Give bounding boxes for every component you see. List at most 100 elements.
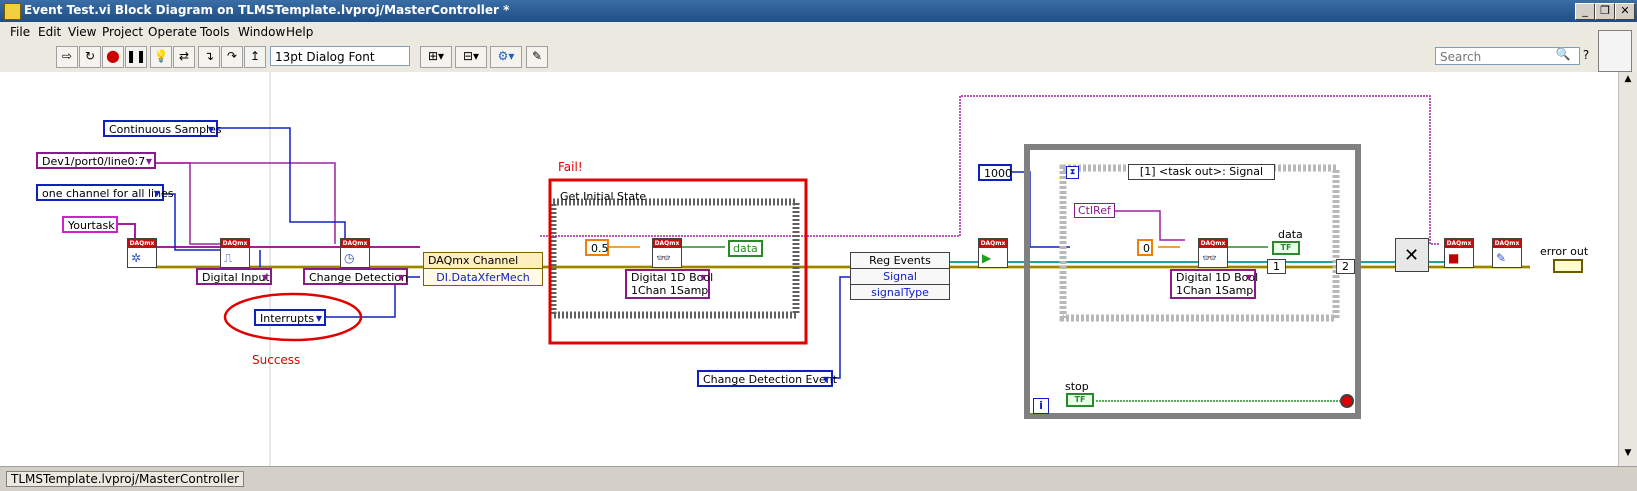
success-annotation: Success [252,353,301,367]
menu-view[interactable]: View [68,25,97,39]
destroy-x-icon: ✕ [1404,245,1420,266]
register-events-node[interactable]: Reg Events Signal signalType [850,252,950,300]
destroy-user-event-node[interactable]: ✕ [1395,238,1429,272]
data-indicator[interactable]: TF [1272,241,1300,255]
property-name: DI.DataXferMech [436,271,530,284]
step-over-icon[interactable]: ↷ [221,46,243,68]
menu-tools[interactable]: Tools [200,25,230,39]
daqmx-read-vi-initial[interactable]: DAQmx 👓 [652,238,682,268]
timeout-hourglass-icon: ⧗ [1066,166,1079,179]
vi-connector-pane-icon[interactable] [1598,30,1632,72]
daqmx-header: DAQmx [1493,239,1521,248]
daqmx-channel-property-node[interactable]: DAQmx Channel DI.DataXferMech [423,252,543,286]
error-index-2: 2 [1336,259,1355,274]
daqmx-header: DAQmx [341,239,369,248]
stop-label: stop [1065,380,1089,393]
read-glasses-icon: 👓 [1202,251,1217,265]
error-index-1: 1 [1267,259,1286,274]
create-channel-icon: ⎍ [224,251,233,265]
clear-eraser-icon: ✎ [1496,251,1507,265]
status-bar: TLMSTemplate.lvproj/MasterController [0,466,1637,491]
fail-annotation: Fail! [558,160,583,174]
reg-events-signal[interactable]: Signal [851,269,949,285]
menu-bar: File Edit View Project Operate Tools Win… [0,22,1637,42]
error-out-indicator[interactable] [1553,259,1583,273]
daqmx-header: DAQmx [1199,239,1227,248]
retain-wire-values-icon[interactable]: ⇄ [173,46,195,68]
stop-square-icon: ■ [1448,251,1460,265]
daqmx-clear-task-vi[interactable]: DAQmx ✎ [1492,238,1522,268]
menu-operate[interactable]: Operate [148,25,197,39]
highlight-execution-icon[interactable]: 💡 [150,46,172,68]
help-icon[interactable]: ? [1582,48,1590,62]
change-detection-event-ring[interactable]: Change Detection Event [697,370,837,387]
property-node-title: DAQmx Channel [424,253,542,269]
start-play-icon: ▶ [982,251,992,265]
close-button[interactable]: ✕ [1615,3,1635,20]
title-bar: Event Test.vi Block Diagram on TLMSTempl… [0,0,1637,22]
sequence-label: Get Initial State [560,190,647,203]
pause-icon[interactable]: ❚❚ [125,46,147,68]
clean-up-diagram-icon[interactable]: ✎ [526,46,548,68]
loop-condition-stop-icon[interactable] [1340,394,1354,408]
run-continuously-icon[interactable]: ↻ [79,46,101,68]
align-objects-icon[interactable]: ⊞▾ [420,46,452,68]
daqmx-read-vi-event[interactable]: DAQmx 👓 [1198,238,1228,268]
minimize-button[interactable]: _ [1575,3,1595,20]
distribute-objects-icon[interactable]: ⊟▾ [455,46,487,68]
continuous-samples-ring[interactable]: Continuous Samples [103,120,222,137]
task-name-constant[interactable]: Yourtask [62,216,118,233]
restore-button[interactable]: ❐ [1595,3,1615,20]
sequence-timeout-constant[interactable]: 0.5 [585,239,609,256]
step-into-icon[interactable]: ↴ [198,46,220,68]
menu-file[interactable]: File [10,25,31,39]
reorder-icon[interactable]: ⚙▾ [490,46,522,68]
read-glasses-icon: 👓 [656,251,671,265]
daqmx-timing-vi[interactable]: DAQmx ◷ [340,238,370,268]
physical-channel-constant[interactable]: Dev1/port0/line0:7 [36,152,156,169]
data-local-variable[interactable]: data [728,240,763,257]
daqmx-header: DAQmx [1445,239,1473,248]
daqmx-create-channel-vi[interactable]: DAQmx ⎍ [220,238,250,268]
interrupts-ring[interactable]: Interrupts [254,309,326,326]
create-task-icon: ✲ [131,251,142,265]
daqmx-header: DAQmx [653,239,681,248]
digital-input-polymorphic[interactable]: Digital Input [196,268,272,285]
timing-clock-icon: ◷ [344,251,355,265]
event-timeout-constant[interactable]: 1000 [978,164,1012,181]
menu-edit[interactable]: Edit [38,25,62,39]
window-title: Event Test.vi Block Diagram on TLMSTempl… [24,3,510,17]
abort-icon[interactable]: ⬤ [102,46,124,68]
daqmx-header: DAQmx [128,239,156,248]
toolbar: ⇨ ↻ ⬤ ❚❚ 💡 ⇄ ↴ ↷ ↥ 13pt Dialog Font ⊞▾ ⊟… [0,42,1637,73]
run-arrow-icon[interactable]: ⇨ [56,46,78,68]
scroll-down-icon[interactable]: ▼ [1624,448,1632,458]
menu-window[interactable]: Window [238,25,286,39]
menu-project[interactable]: Project [102,25,144,39]
daqmx-stop-task-vi[interactable]: DAQmx ■ [1444,238,1474,268]
font-selector[interactable]: 13pt Dialog Font [270,46,410,66]
block-diagram-canvas[interactable]: Continuous Samples Dev1/port0/line0:7 on… [0,72,1618,466]
data-indicator-label: data [1278,228,1303,241]
iteration-terminal: i [1033,398,1049,414]
project-context: TLMSTemplate.lvproj/MasterController [6,471,245,487]
daqmx-header: DAQmx [221,239,249,248]
ctlref-terminal: CtlRef [1074,203,1115,218]
search-icon[interactable]: 🔍 [1555,47,1571,61]
menu-help[interactable]: Help [286,25,314,39]
step-out-icon[interactable]: ↥ [244,46,266,68]
scroll-up-icon[interactable]: ▲ [1624,74,1632,84]
event-read-polymorphic[interactable]: Digital 1D Bool 1Chan 1Samp [1170,269,1258,299]
stop-button-terminal[interactable]: TF [1066,393,1094,407]
labview-vi-icon [4,3,21,20]
search-input[interactable]: Search [1435,47,1580,65]
event-read-timeout-constant[interactable]: 0 [1137,239,1153,256]
sequence-read-polymorphic[interactable]: Digital 1D Bool 1Chan 1Samp [625,269,713,299]
change-detection-polymorphic[interactable]: Change Detection [303,268,408,285]
reg-events-signal-type: signalType [871,286,929,299]
event-case-selector[interactable]: [1] <task out>: Signal [1128,164,1275,180]
line-grouping-ring[interactable]: one channel for all lines [36,184,174,201]
daqmx-start-task-vi[interactable]: DAQmx▶ [978,238,1008,268]
vertical-scrollbar[interactable]: ▲ ▼ [1618,72,1637,466]
daqmx-create-task-vi[interactable]: DAQmx ✲ [127,238,157,268]
